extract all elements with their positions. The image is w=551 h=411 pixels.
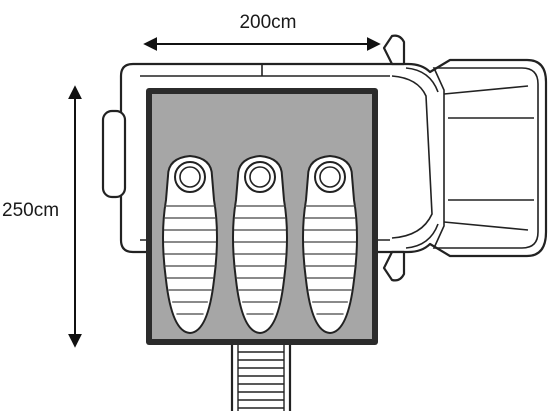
a-pillar-bottom xyxy=(405,223,439,249)
sleeping-bag-body xyxy=(232,154,288,335)
sleeping-bags xyxy=(162,154,358,335)
sleeping-bag-3 xyxy=(302,154,358,335)
side-mirror-bottom xyxy=(382,250,406,282)
hood-crease-middle xyxy=(448,117,534,201)
hood xyxy=(432,67,539,249)
ladder-rungs xyxy=(238,351,284,409)
sleeping-bag-body xyxy=(302,154,358,335)
width-label: 200cm xyxy=(239,12,296,33)
hood-crease-bottom xyxy=(443,221,529,231)
windshield xyxy=(391,75,433,239)
sleeping-bag-head-opening xyxy=(249,166,271,188)
sleeping-bag-head-opening xyxy=(319,166,341,188)
sleeping-bag-2 xyxy=(232,154,288,335)
sleeping-bag-body xyxy=(162,154,218,335)
sleeping-bag-1 xyxy=(162,154,218,335)
length-dimension: 250cm xyxy=(2,85,82,348)
length-label: 250cm xyxy=(2,200,59,221)
sleeping-bag-head-opening xyxy=(179,166,201,188)
width-dimension: 200cm xyxy=(143,12,381,51)
hood-crease-top xyxy=(443,85,529,95)
ladder xyxy=(230,343,292,411)
a-pillar-top xyxy=(405,67,439,93)
spare-wheel xyxy=(101,109,127,199)
rooftop-tent xyxy=(146,88,378,345)
side-mirror-top xyxy=(382,34,406,66)
